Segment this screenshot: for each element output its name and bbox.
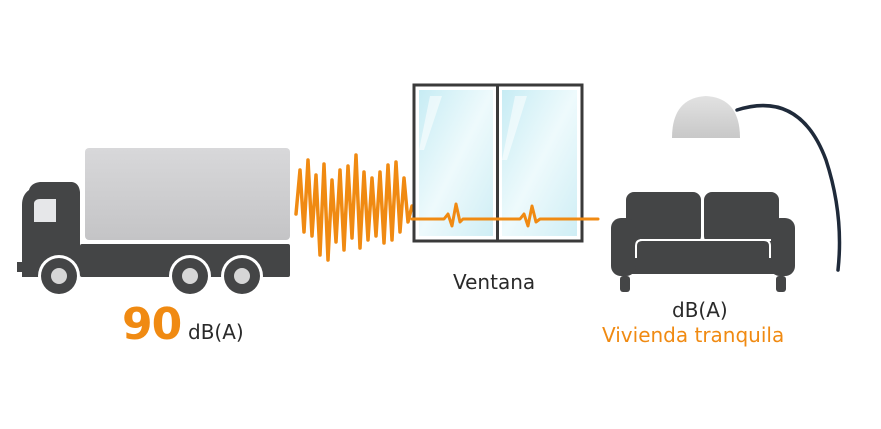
truck-wheel-front	[38, 255, 80, 297]
floor-lamp-icon	[672, 96, 842, 272]
sound-wave-icon	[294, 153, 414, 262]
truck-wheel-rear-1	[169, 255, 211, 297]
sofa-seat	[618, 240, 788, 274]
sofa-seam	[635, 239, 771, 258]
truck-cargo-box	[85, 148, 290, 240]
sofa-arm-right	[770, 218, 795, 276]
sofa-icon	[611, 192, 795, 292]
sofa-leg-right	[776, 276, 786, 292]
truck-cab-window	[34, 199, 56, 222]
window-label: Ventana	[453, 270, 536, 294]
source-noise-unit: dB(A)	[188, 320, 244, 344]
sofa-arm-left	[611, 218, 636, 276]
sofa-back-left	[626, 192, 701, 244]
window-pane-reflection	[502, 96, 527, 160]
sofa-back-right	[704, 192, 779, 244]
truck-wheel-rear-2	[221, 255, 263, 297]
sofa-leg-left	[620, 276, 630, 292]
truck-bumper	[17, 262, 29, 272]
reduced-sound-wave	[410, 202, 600, 228]
lamp-shade	[672, 96, 740, 138]
room-noise-unit: dB(A)	[672, 298, 728, 322]
source-noise-level: 90	[122, 299, 182, 350]
window-icon	[412, 83, 584, 243]
lamp-arm	[735, 103, 842, 272]
window-pane-reflection	[419, 96, 442, 150]
quiet-home-label: Vivienda tranquila	[602, 323, 785, 347]
truck-icon	[17, 148, 290, 297]
